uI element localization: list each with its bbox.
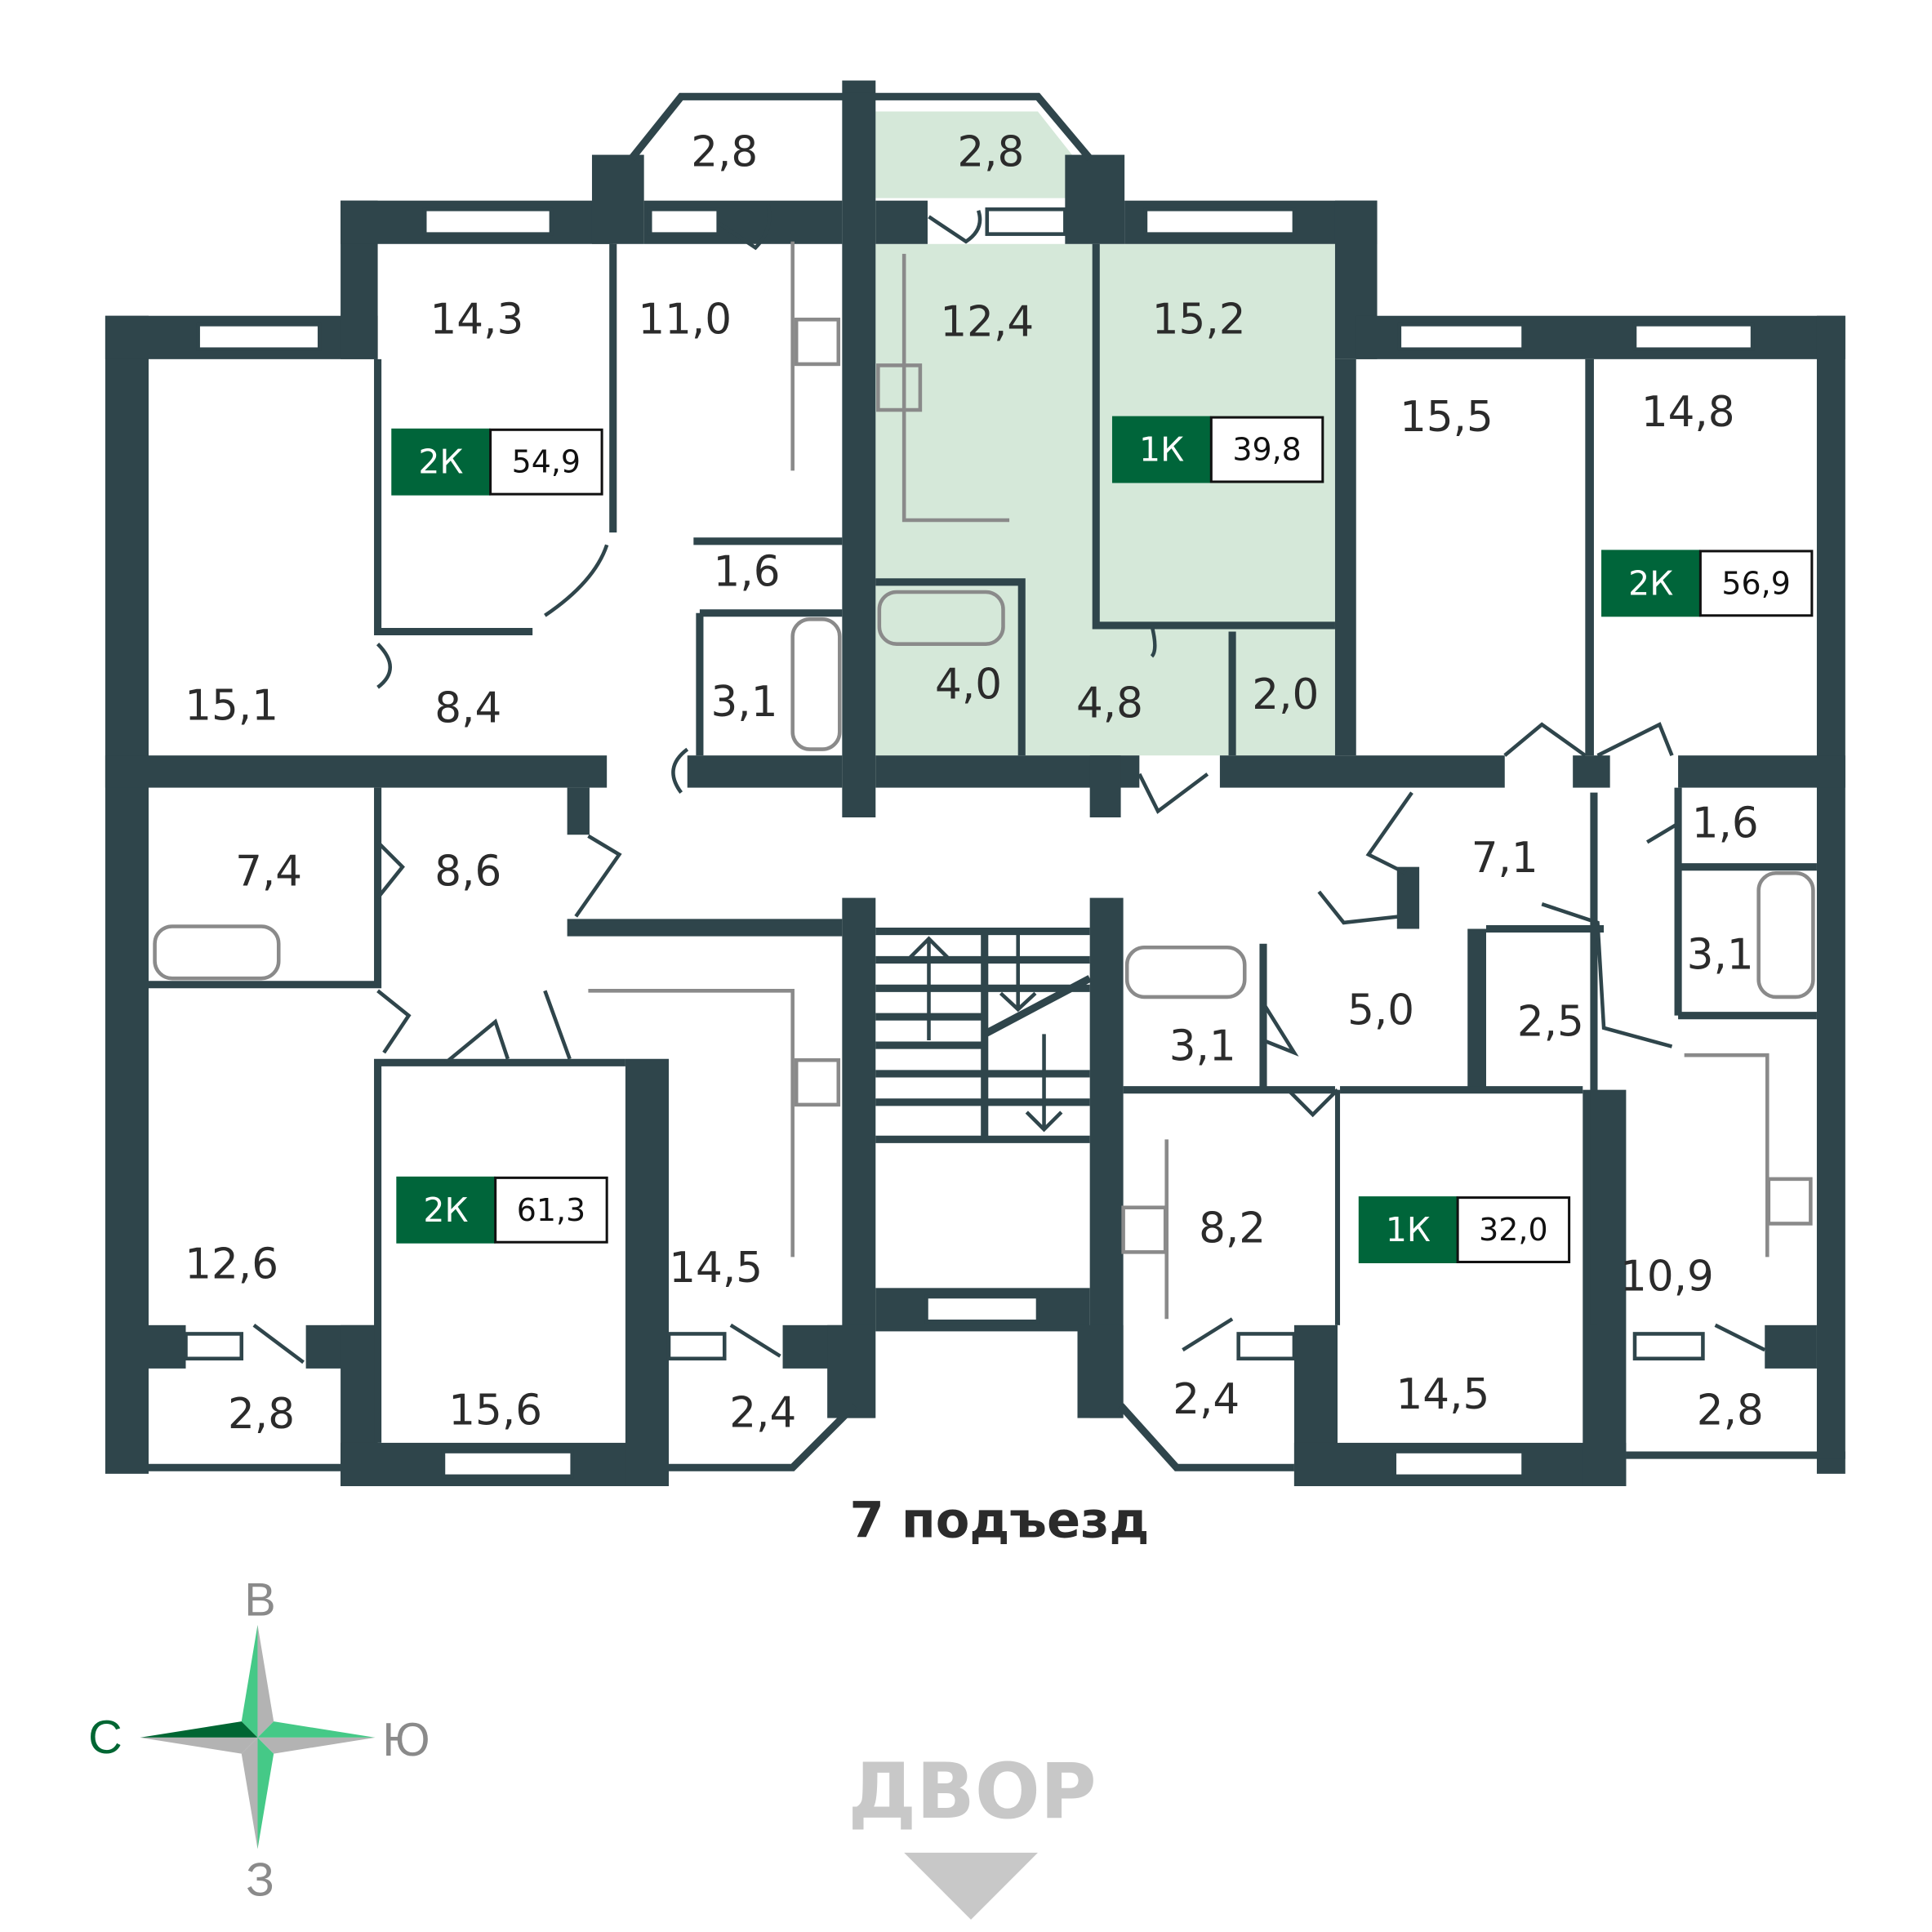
doors[interactable] [252,203,1766,1364]
highlighted-apartment[interactable] [875,111,1337,756]
room-area: 10,9 [1620,1253,1714,1302]
room-area: 1,6 [714,548,781,597]
apartment-area: 61,3 [517,1192,585,1228]
bathtub-icon [1756,870,1815,999]
bathtub-icon [1124,945,1247,999]
room-area: 14,5 [669,1244,763,1293]
compass-north: С [88,1712,122,1764]
apartment-badge[interactable]: 2К 54,9 [391,428,603,496]
room-area: 15,1 [185,682,278,731]
compass-west: З [246,1854,274,1906]
room-area: 1,6 [1692,799,1759,848]
room-area: 4,8 [1076,679,1143,728]
room-area: 15,6 [448,1386,542,1435]
bathtub-icon [877,590,1005,646]
apartment-badge[interactable]: 2К 61,3 [396,1176,608,1244]
room-area: 3,1 [1169,1022,1236,1071]
room-area: 2,0 [1252,670,1319,719]
room-area: 14,5 [1396,1370,1490,1419]
bathtub-icon [153,924,281,981]
entrance-label: 7 подъезд [850,1492,1150,1549]
room-area: 2,8 [957,128,1024,177]
room-labels: 2,8 2,8 14,3 11,0 12,4 15,2 15,5 14,8 15… [185,128,1764,1439]
room-area: 11,0 [638,295,732,344]
compass-south: Ю [382,1714,430,1766]
apartment-type: 2К [1628,563,1673,603]
room-area: 12,4 [940,297,1034,346]
room-area: 2,5 [1517,997,1584,1046]
apartment-type: 1К [1139,430,1184,470]
room-area: 2,8 [228,1390,295,1439]
room-area: 12,6 [185,1240,278,1289]
apartment-area: 56,9 [1721,565,1790,601]
room-area: 14,3 [430,295,524,344]
room-area: 2,4 [729,1389,796,1438]
stove-icon [794,318,841,367]
room-area: 8,4 [434,684,501,733]
room-area: 15,2 [1152,295,1246,344]
room-area: 3,1 [711,678,778,727]
apartment-area: 32,0 [1479,1212,1547,1248]
apartment-area: 54,9 [512,444,581,480]
stove-icon [794,1057,841,1107]
room-area: 8,6 [434,848,501,897]
room-area: 2,4 [1173,1375,1240,1424]
stove-icon [1121,1205,1168,1254]
arrow-down-icon [904,1852,1038,1920]
bathtub-icon [790,617,842,751]
apartment-area: 39,8 [1232,432,1301,468]
apartment-type: 1К [1386,1210,1431,1249]
room-area: 4,0 [935,661,1002,710]
room-area: 5,0 [1347,986,1414,1035]
room-area: 2,8 [691,128,758,177]
stove-icon [876,363,923,412]
apartment-type: 2К [423,1191,468,1230]
room-area: 3,1 [1687,930,1754,979]
room-area: 14,8 [1641,388,1735,437]
stove-icon [1766,1177,1813,1226]
room-area: 2,8 [1697,1386,1764,1435]
compass-rose: С В Ю З [88,1574,430,1907]
room-area: 15,5 [1400,393,1494,442]
room-area: 7,4 [235,848,302,897]
yard-label: ДВОР [848,1747,1096,1836]
apartment-type: 2К [418,443,463,482]
compass-east: В [244,1574,275,1627]
apartment-badge[interactable]: 1К 32,0 [1358,1196,1571,1263]
room-area: 8,2 [1199,1204,1266,1253]
apartment-badge[interactable]: 2К 56,9 [1601,550,1814,617]
windows [184,207,1755,1479]
room-area: 7,1 [1471,834,1538,883]
apartment-badge[interactable]: 1К 39,8 [1111,416,1324,483]
staircase [875,927,1092,1143]
fixtures [153,241,1815,1320]
interior-walls [149,243,1817,1443]
balconies [149,92,1845,1471]
